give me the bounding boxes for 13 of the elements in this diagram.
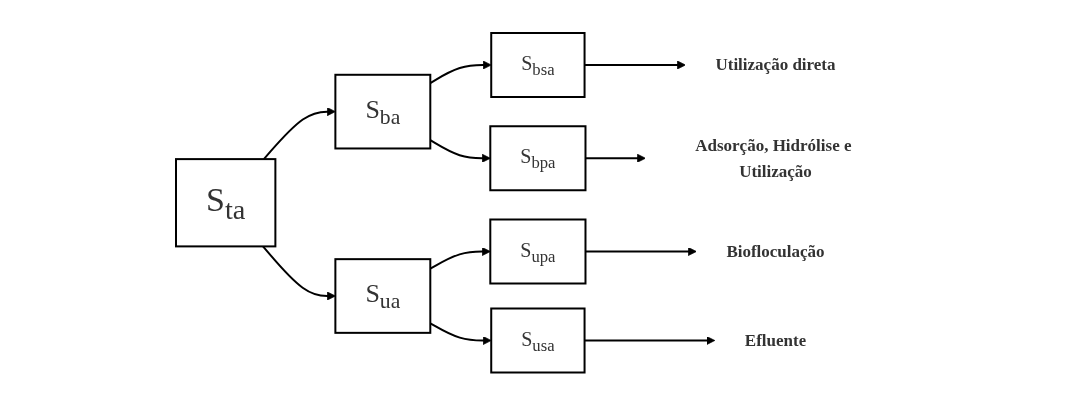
node-box: S$_{bpa}$ [489,125,587,191]
node-text: Efluente [744,330,806,350]
node-text: Utilização direta [715,55,836,74]
node-box: S$_{ba}$ [334,73,432,150]
node-text: Biofloculação [726,241,825,261]
node-box: S$_{usa}$ [490,307,586,374]
node-box: S$_{bsa}$ [490,31,586,98]
node-box: S$_{ua}$ [334,257,432,334]
arrow [262,107,336,160]
node-box: S$_{ta}$ [174,157,277,248]
arrow [261,245,336,301]
node-box: S$_{upa}$ [489,218,587,285]
node-text: Adsorção, Hidrólise e Utilização [694,135,852,180]
